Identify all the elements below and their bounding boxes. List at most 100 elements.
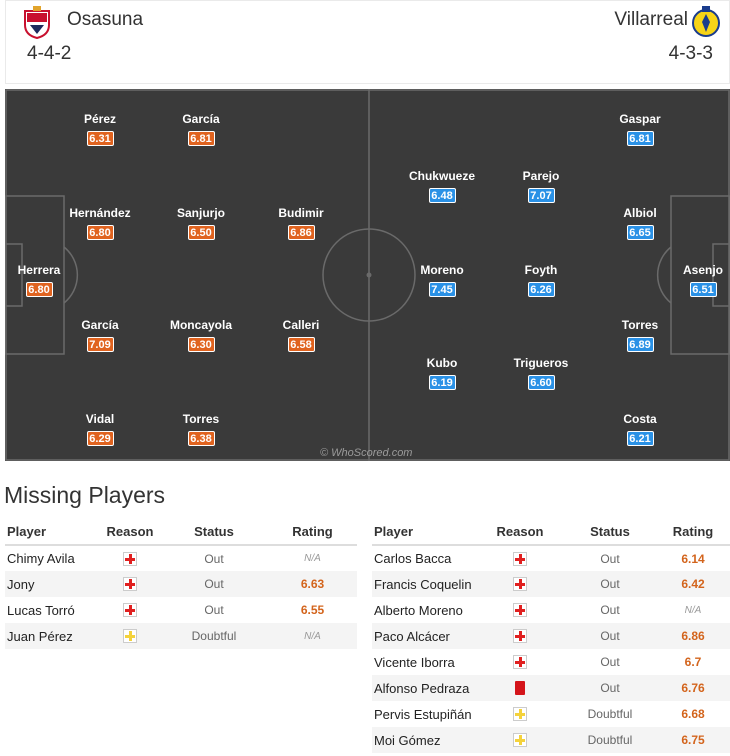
injury-icon	[513, 655, 527, 670]
player-name: Vidal	[85, 412, 115, 426]
player-name: Calleri	[282, 318, 320, 332]
missing-player-name[interactable]: Alberto Moreno	[374, 602, 463, 618]
column-header-rating[interactable]: Rating	[268, 519, 357, 546]
missing-player-name[interactable]: Pervis Estupiñán	[374, 706, 472, 722]
player-name: Kubo	[426, 356, 458, 370]
player-rating: 6.50	[187, 225, 215, 240]
column-header-rating[interactable]: Rating	[656, 519, 730, 546]
missing-player-name[interactable]: Moi Gómez	[372, 727, 476, 753]
reason-cell	[476, 675, 564, 701]
column-header-player[interactable]: Player	[372, 519, 476, 546]
home-team-name[interactable]: Osasuna	[67, 9, 144, 30]
doubtful-icon	[513, 733, 527, 748]
missing-player-row[interactable]: Alberto Moreno Out N/A	[372, 597, 730, 623]
column-header-status[interactable]: Status	[564, 519, 656, 546]
status-cell: Out	[204, 551, 224, 566]
missing-player-name[interactable]: Vicente Iborra	[374, 654, 455, 670]
rating-cell: N/A	[684, 604, 702, 616]
status-cell: Out	[564, 571, 656, 597]
player-name: Hernández	[69, 206, 131, 220]
player-rating: 6.30	[187, 337, 215, 352]
rating-cell: 6.14	[681, 551, 705, 566]
doubtful-icon	[123, 629, 137, 644]
column-header-reason[interactable]: Reason	[476, 519, 564, 546]
rating-cell: 6.55	[300, 603, 325, 617]
missing-player-name[interactable]: Juan Pérez	[5, 623, 100, 649]
missing-player-name[interactable]: Jony	[5, 571, 100, 597]
reason-cell	[476, 597, 564, 623]
player-name: Torres	[182, 412, 220, 426]
home-player[interactable]: Torres 6.38	[146, 412, 256, 447]
missing-player-name[interactable]: Francis Coquelin	[372, 571, 476, 597]
player-name: Pérez	[83, 112, 117, 126]
doubtful-icon	[513, 707, 527, 722]
status-cell: Doubtful	[587, 707, 633, 721]
player-name: García	[81, 318, 119, 332]
player-rating: 7.45	[428, 282, 456, 297]
player-name: Gaspar	[619, 112, 661, 126]
player-name: Foyth	[524, 263, 558, 277]
missing-player-name[interactable]: Paco Alcácer	[372, 623, 476, 649]
rating-cell: 6.42	[656, 571, 730, 597]
away-team-name[interactable]: Villarreal	[614, 9, 688, 30]
missing-player-name[interactable]: Alfonso Pedraza	[372, 675, 476, 701]
player-name: Asenjo	[682, 263, 723, 277]
rating-cell: 6.7	[684, 655, 702, 669]
player-rating: 6.21	[626, 431, 654, 446]
osasuna-crest-icon	[24, 6, 50, 39]
player-name: Parejo	[522, 169, 560, 183]
injury-icon	[513, 629, 527, 644]
status-cell: Out	[600, 603, 620, 617]
player-name: Herrera	[17, 263, 61, 277]
missing-player-name[interactable]: Chimy Avila	[7, 551, 75, 566]
injury-icon	[513, 577, 527, 592]
missing-player-name[interactable]: Lucas Torró	[7, 602, 75, 618]
injury-icon	[513, 603, 527, 618]
reason-cell	[476, 701, 564, 727]
column-header-status[interactable]: Status	[160, 519, 268, 546]
player-name: Moncayola	[169, 318, 232, 332]
missing-player-name[interactable]: Carlos Bacca	[374, 551, 452, 566]
player-rating: 6.19	[428, 375, 456, 390]
reason-cell	[476, 545, 564, 571]
away-player[interactable]: Kubo 6.19	[387, 356, 497, 391]
player-rating: 6.38	[187, 431, 215, 446]
column-header-reason[interactable]: Reason	[100, 519, 160, 546]
column-header-player[interactable]: Player	[5, 519, 100, 546]
player-rating: 6.48	[428, 188, 456, 203]
missing-players-title: Missing Players	[4, 482, 166, 508]
home-player[interactable]: Moncayola 6.30	[146, 318, 256, 353]
status-cell: Out	[564, 623, 656, 649]
